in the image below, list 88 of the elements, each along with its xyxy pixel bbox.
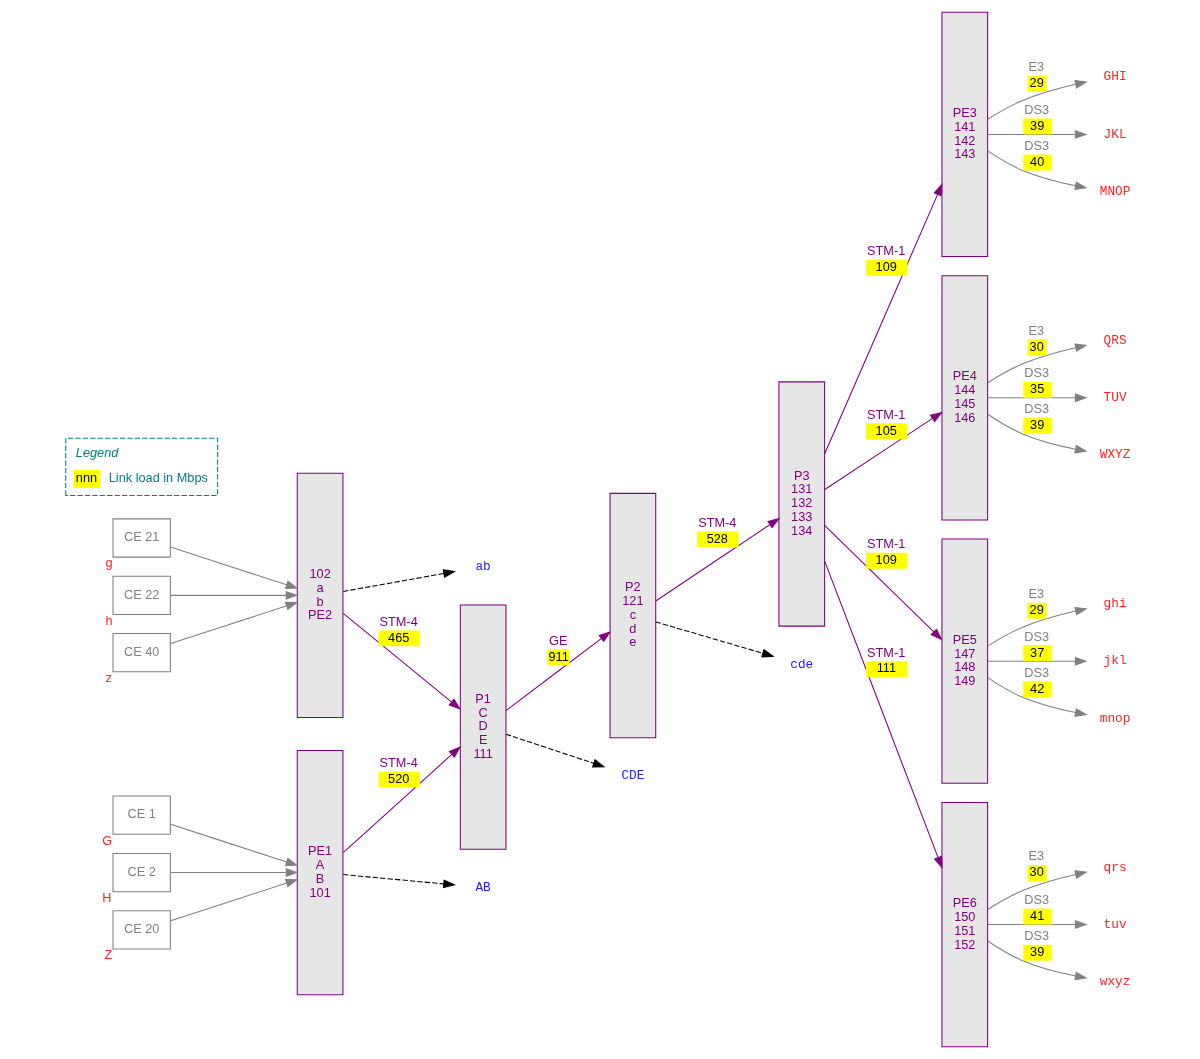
arrow bbox=[169, 823, 298, 867]
arrow bbox=[169, 590, 298, 600]
node-box: P3 131 132 133 134 bbox=[777, 381, 825, 627]
arrow bbox=[986, 80, 1088, 120]
edge-label: STM-4 528 bbox=[697, 514, 736, 546]
node-text: wxyz bbox=[1099, 974, 1130, 990]
edge-label: STM-1 109 bbox=[866, 536, 905, 568]
node-box: CE 2 bbox=[112, 852, 171, 893]
arrow bbox=[342, 569, 456, 592]
arrow bbox=[823, 183, 943, 455]
node-text: ab bbox=[474, 558, 491, 574]
arrow bbox=[986, 870, 1088, 910]
node-label: Z bbox=[104, 947, 112, 963]
edge-label: DS3 35 bbox=[1023, 365, 1049, 397]
arrow bbox=[986, 150, 1088, 191]
node-box: CE 20 bbox=[112, 910, 171, 950]
edge-label: E3 30 bbox=[1028, 848, 1044, 880]
node-box: CE 40 bbox=[112, 633, 171, 673]
arrow bbox=[169, 601, 298, 645]
node-text: qrs bbox=[1103, 859, 1127, 875]
node-text: CDE bbox=[620, 768, 644, 784]
edge-label: STM-1 109 bbox=[866, 243, 905, 274]
edge-label: DS3 37 bbox=[1023, 628, 1049, 660]
arrow bbox=[986, 677, 1088, 717]
edge-label: DS3 39 bbox=[1023, 928, 1049, 960]
legend-label: Link load in Mbps bbox=[108, 470, 208, 486]
node-label: H bbox=[101, 889, 112, 905]
arrow bbox=[169, 868, 298, 877]
node-text: tuv bbox=[1103, 916, 1127, 932]
node-text: WXYZ bbox=[1099, 447, 1130, 463]
arrow bbox=[823, 560, 942, 870]
arrow bbox=[823, 525, 943, 641]
edge-label: E3 30 bbox=[1028, 322, 1044, 354]
arrow bbox=[504, 631, 611, 712]
arrow bbox=[342, 612, 461, 710]
edge-label: E3 29 bbox=[1028, 586, 1044, 618]
node-text: jkl bbox=[1103, 653, 1127, 669]
node-label: g bbox=[105, 555, 113, 571]
edge-label: STM-4 465 bbox=[379, 613, 418, 645]
node-box: PE1 A B 101 bbox=[296, 749, 343, 996]
node-text: AB bbox=[474, 879, 491, 895]
node-text: JKL bbox=[1103, 126, 1127, 142]
node-text: QRS bbox=[1103, 332, 1127, 348]
edge-label: STM-4 520 bbox=[379, 754, 418, 786]
arrow bbox=[654, 517, 780, 602]
edge-label: GE 911 bbox=[547, 632, 569, 664]
arrow bbox=[169, 879, 298, 922]
arrow bbox=[986, 606, 1088, 647]
arrow bbox=[342, 874, 456, 889]
node-box: CE 22 bbox=[112, 575, 171, 615]
node-box: CE 1 bbox=[112, 795, 171, 835]
edge-label: STM-1 105 bbox=[866, 406, 905, 438]
node-box: PE5 147 148 149 bbox=[940, 538, 988, 784]
arrow bbox=[169, 546, 298, 589]
node-text: cde bbox=[789, 656, 813, 672]
edge-label: DS3 41 bbox=[1023, 891, 1049, 923]
edge-label: DS3 42 bbox=[1023, 664, 1049, 696]
arrow bbox=[823, 411, 943, 490]
node-box: PE4 144 145 146 bbox=[940, 275, 988, 521]
node-box: 102 a b PE2 bbox=[296, 472, 343, 718]
node-label: h bbox=[105, 612, 113, 628]
node-text: TUV bbox=[1103, 390, 1127, 406]
arrow bbox=[504, 733, 605, 768]
arrow bbox=[986, 129, 1088, 139]
node-box: PE3 141 142 143 bbox=[940, 11, 988, 258]
node-label: G bbox=[101, 832, 112, 848]
arrow bbox=[986, 656, 1088, 666]
label: nnn bbox=[75, 470, 97, 486]
node-text: mnop bbox=[1099, 710, 1130, 726]
edge-label: DS3 39 bbox=[1023, 401, 1049, 433]
edge-label: E3 29 bbox=[1028, 59, 1044, 91]
edge-label: STM-1 111 bbox=[866, 644, 905, 676]
arrow bbox=[654, 621, 775, 658]
node-box: P1 C D E 111 bbox=[459, 604, 506, 850]
arrow bbox=[986, 413, 1088, 454]
node-text: GHI bbox=[1103, 69, 1127, 85]
node-box: P2 121 c d e bbox=[609, 492, 656, 739]
node-text: MNOP bbox=[1099, 184, 1130, 200]
arrow bbox=[342, 746, 461, 854]
arrow bbox=[986, 343, 1088, 384]
label: Legend bbox=[75, 444, 118, 460]
edge-label: DS3 39 bbox=[1023, 101, 1049, 133]
node-box: PE6 150 151 152 bbox=[940, 801, 988, 1048]
edge-label: DS3 40 bbox=[1023, 137, 1049, 169]
arrow bbox=[986, 940, 1088, 981]
node-text: ghi bbox=[1103, 596, 1127, 612]
node-label: z bbox=[105, 670, 112, 686]
node-box: CE 21 bbox=[112, 518, 171, 558]
